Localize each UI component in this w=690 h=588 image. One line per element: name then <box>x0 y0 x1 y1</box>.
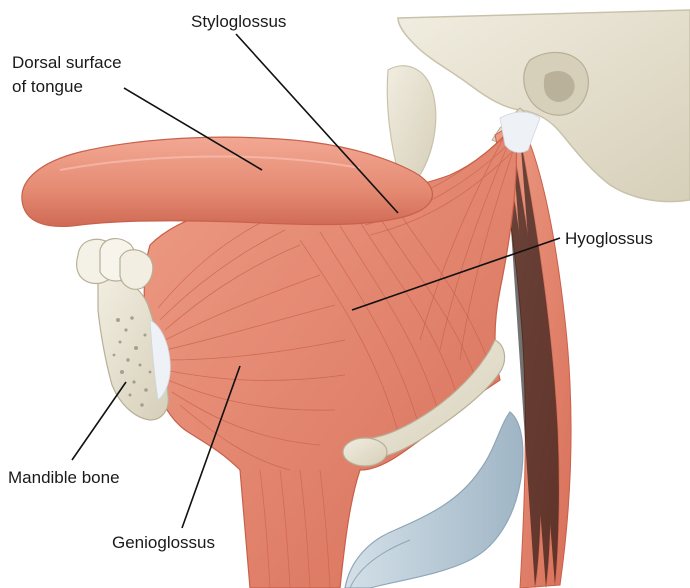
mandible-bone-leader <box>72 382 126 460</box>
label-genioglossus: Genioglossus <box>112 533 215 552</box>
label-mandible-bone: Mandible bone <box>8 468 120 487</box>
tongue <box>22 137 433 226</box>
label-styloglossus: Styloglossus <box>191 12 286 31</box>
label-dorsal-surface-line1: Dorsal surface <box>12 53 122 72</box>
label-hyoglossus: Hyoglossus <box>565 229 653 248</box>
label-dorsal-surface-line2: of tongue <box>12 77 83 96</box>
styloid-tendon <box>500 112 540 152</box>
